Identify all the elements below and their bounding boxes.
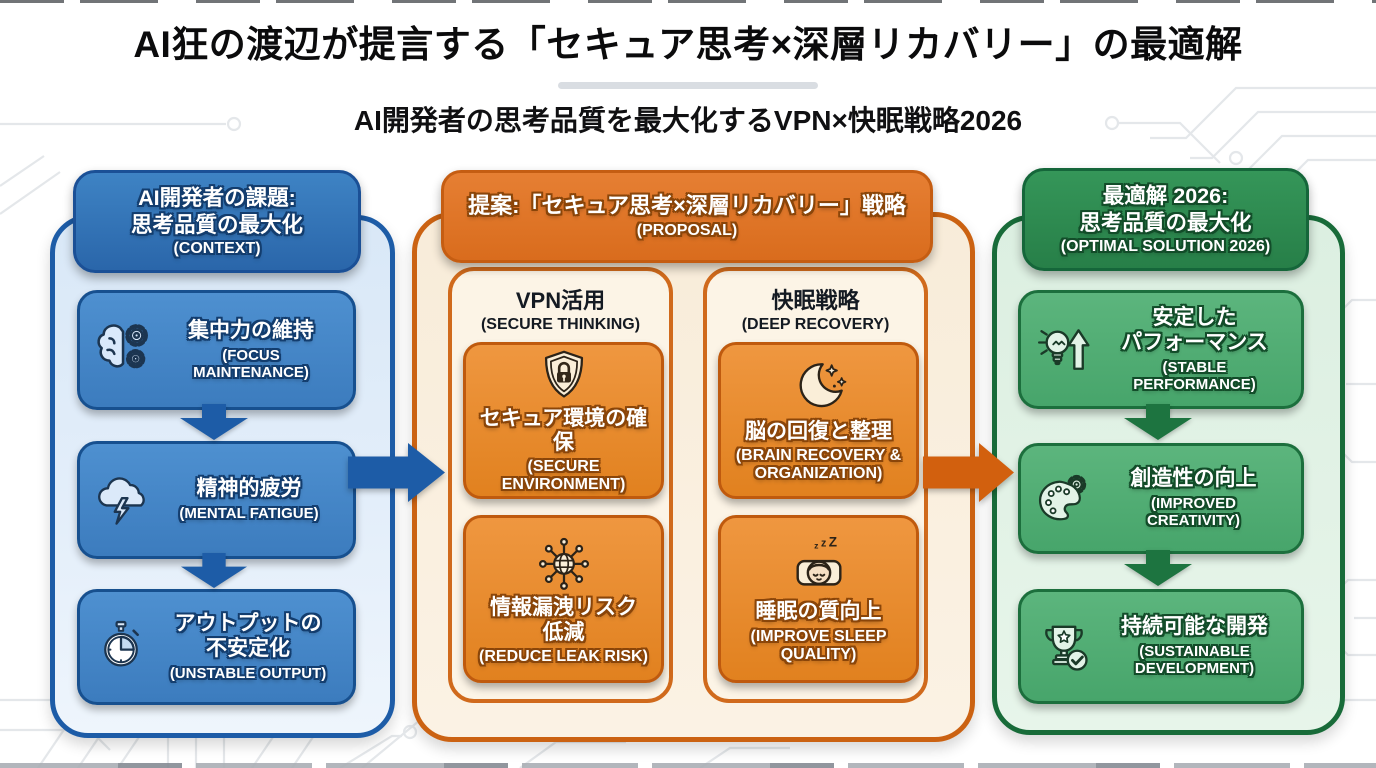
- vpn-group-title-en: (SECURE THINKING): [480, 316, 641, 333]
- svg-text:Z: Z: [828, 535, 836, 550]
- svg-text:z: z: [814, 541, 819, 551]
- storm-cloud-icon: [93, 471, 151, 529]
- solution-header: 最適解 2026: 思考品質の最大化 (OPTIMAL SOLUTION 202…: [1022, 168, 1309, 271]
- stopwatch-icon: [93, 619, 149, 675]
- moon-sparkles-icon: [790, 358, 848, 416]
- svg-text:z: z: [820, 538, 825, 550]
- sleep-group-title-jp: 快眠戦略: [771, 288, 860, 313]
- bottom-border-dashes: [0, 763, 1376, 768]
- item-label-jp: セキュア環境の確保: [479, 406, 648, 455]
- solution-item-sustainable: 持続可能な開発 (SUSTAINABLE DEVELOPMENT): [1018, 589, 1304, 704]
- context-header-line2: 思考品質の最大化: [130, 212, 303, 237]
- item-label-en: (FOCUS MAINTENANCE): [193, 346, 309, 381]
- globe-network-icon: [534, 532, 594, 592]
- item-label-en: (IMPROVE SLEEP QUALITY): [750, 627, 887, 663]
- item-label-jp: 安定した パフォーマンス: [1121, 305, 1268, 354]
- context-item-text: 精神的疲労 (MENTAL FATIGUE): [151, 477, 353, 522]
- solution-item-text: 創造性の向上 (IMPROVED CREATIVITY): [1092, 467, 1301, 529]
- proposal-header: 提案:「セキュア思考×深層リカバリー」戦略 (PROPOSAL): [441, 170, 933, 263]
- context-item-text: 集中力の維持 (FOCUS MAINTENANCE): [155, 319, 353, 381]
- solution-header-sub: (OPTIMAL SOLUTION 2026): [1060, 237, 1271, 255]
- item-label-jp: 睡眠の質向上: [755, 600, 882, 624]
- item-label-en: (SUSTAINABLE DEVELOPMENT): [1134, 643, 1255, 678]
- item-label-en: (BRAIN RECOVERY & ORGANIZATION): [735, 447, 902, 483]
- context-item-output: アウトプットの 不安定化 (UNSTABLE OUTPUT): [77, 589, 356, 705]
- page-subtitle: AI開発者の思考品質を最大化するVPN×快眠戦略2026: [353, 105, 1023, 136]
- proposal-header-sub: (PROPOSAL): [636, 221, 738, 239]
- item-label-en: (IMPROVED CREATIVITY): [1146, 495, 1241, 530]
- solution-item-performance: 安定した パフォーマンス (STABLE PERFORMANCE): [1018, 290, 1304, 409]
- solution-item-text: 安定した パフォーマンス (STABLE PERFORMANCE): [1094, 306, 1301, 393]
- solution-item-creativity: 創造性の向上 (IMPROVED CREATIVITY): [1018, 443, 1304, 554]
- vpn-group-title-jp: VPN活用: [515, 288, 606, 313]
- item-label-jp: 持続可能な開発: [1121, 615, 1268, 639]
- item-label-jp: 脳の回復と整理: [745, 419, 892, 443]
- solution-down-arrow-2: [1121, 550, 1195, 586]
- proposal-to-solution-arrow: [923, 442, 1015, 503]
- shield-lock-icon: [536, 347, 592, 403]
- item-label-en: (STABLE PERFORMANCE): [1133, 358, 1256, 393]
- page-title: AI狂の渡辺が提言する「セキュア思考×深層リカバリー」の最適解: [133, 24, 1243, 65]
- item-label-en: (REDUCE LEAK RISK): [479, 647, 648, 665]
- context-item-fatigue: 精神的疲労 (MENTAL FATIGUE): [77, 441, 356, 559]
- proposal-item-brain-recovery: 脳の回復と整理 (BRAIN RECOVERY & ORGANIZATION): [718, 342, 919, 499]
- item-label-en: (MENTAL FATIGUE): [179, 505, 319, 523]
- context-header-line1: AI開発者の課題:: [138, 186, 296, 211]
- palette-gear-icon: [1034, 470, 1092, 528]
- item-label-en: (UNSTABLE OUTPUT): [169, 664, 327, 682]
- item-label-jp: アウトプットの 不安定化: [174, 612, 322, 660]
- proposal-header-line1: 提案:「セキュア思考×深層リカバリー」戦略: [468, 193, 906, 219]
- solution-header-line1: 最適解 2026:: [1102, 184, 1229, 209]
- solution-item-text: 持続可能な開発 (SUSTAINABLE DEVELOPMENT): [1094, 615, 1301, 677]
- bulb-arrow-icon: [1034, 320, 1094, 380]
- context-header: AI開発者の課題: 思考品質の最大化 (CONTEXT): [73, 170, 361, 273]
- brain-gears-icon: [93, 319, 155, 381]
- trophy-check-icon: [1034, 617, 1094, 677]
- sleep-group-title-en: (DEEP RECOVERY): [741, 316, 890, 333]
- sleeping-person-icon: z z Z: [788, 534, 850, 596]
- context-item-text: アウトプットの 不安定化 (UNSTABLE OUTPUT): [149, 612, 353, 682]
- context-down-arrow-1: [177, 404, 251, 440]
- item-label-jp: 情報漏洩リスク 低減: [490, 596, 637, 644]
- solution-header-line2: 思考品質の最大化: [1079, 210, 1252, 235]
- proposal-item-sleep-quality: z z Z 睡眠の質向上 (IMPROVE SLEEP QUALITY): [718, 515, 919, 683]
- context-to-proposal-arrow: [348, 442, 446, 503]
- proposal-item-secure-env: セキュア環境の確保 (SECURE ENVIRONMENT): [463, 342, 664, 499]
- item-label-jp: 集中力の維持: [188, 318, 314, 342]
- proposal-item-leak-risk: 情報漏洩リスク 低減 (REDUCE LEAK RISK): [463, 515, 664, 683]
- top-border-dashes: [0, 0, 1376, 3]
- title-divider: [558, 82, 818, 89]
- context-header-sub: (CONTEXT): [173, 239, 261, 257]
- item-label-jp: 精神的疲労: [196, 477, 302, 501]
- item-label-jp: 創造性の向上: [1130, 467, 1257, 491]
- context-item-focus: 集中力の維持 (FOCUS MAINTENANCE): [77, 290, 356, 410]
- item-label-en: (SECURE ENVIRONMENT): [501, 458, 626, 494]
- context-down-arrow-2: [177, 553, 251, 588]
- solution-down-arrow-1: [1121, 404, 1195, 440]
